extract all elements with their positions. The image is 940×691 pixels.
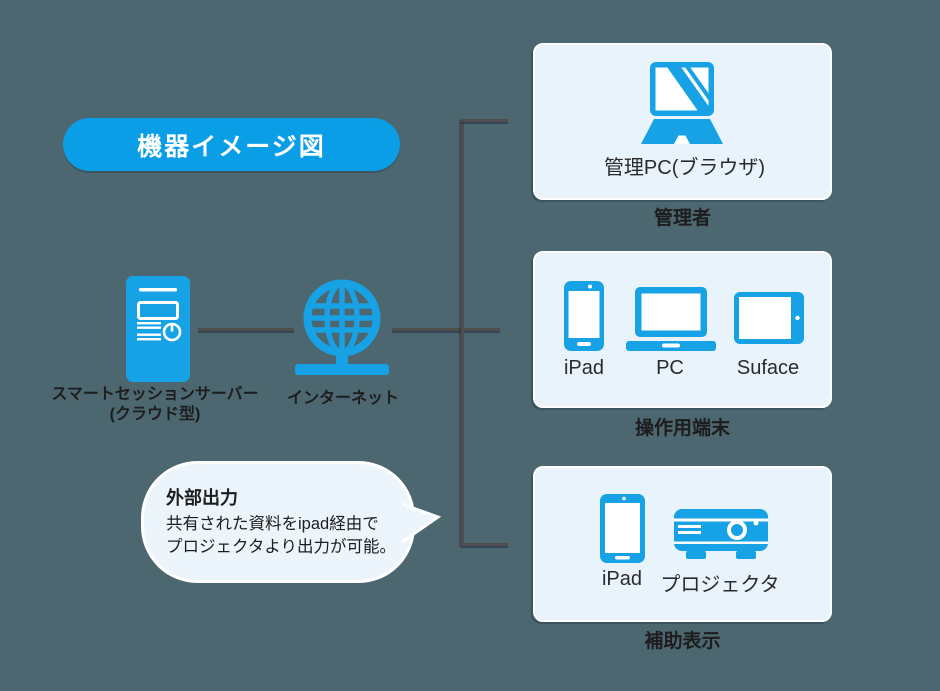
callout-body-line1: 共有された資料をipad経由で bbox=[166, 515, 379, 533]
callout-title: 外部出力 bbox=[166, 488, 238, 508]
device-label-admin-pc: 管理PC(ブラウザ) bbox=[603, 157, 766, 179]
caption-aux-display: 補助表示 bbox=[644, 631, 721, 652]
server-label-line2: (クラウド型) bbox=[109, 406, 201, 423]
connector-internet-trunk bbox=[392, 328, 500, 331]
projector-icon bbox=[674, 505, 768, 559]
connector-trunk bbox=[461, 119, 464, 546]
smartphone-icon bbox=[564, 281, 604, 351]
device-label-ipad: iPad bbox=[563, 357, 605, 379]
device-label-surface: Suface bbox=[736, 357, 800, 379]
caption-terminals: 操作用端末 bbox=[634, 418, 730, 439]
title-badge-label: 機器イメージ図 bbox=[137, 132, 326, 161]
connector-branch-bottom bbox=[461, 543, 508, 546]
device-label-projector: プロジェクタ bbox=[660, 574, 780, 596]
connector-server-internet bbox=[198, 328, 294, 331]
laptop-perspective-icon bbox=[634, 62, 730, 148]
callout-bubble-shape bbox=[141, 461, 442, 583]
server-tower-icon bbox=[125, 276, 191, 382]
server-label: スマートセッションサーバー (クラウド型) bbox=[35, 385, 275, 425]
server-label-line1: スマートセッションサーバー bbox=[51, 386, 259, 403]
caption-admin: 管理者 bbox=[653, 208, 711, 229]
panel-terminals: iPad PC Suface bbox=[533, 251, 832, 408]
panel-admin: 管理PC(ブラウザ) bbox=[533, 43, 832, 200]
device-label-pc: PC bbox=[656, 357, 684, 379]
callout-bubble: 外部出力 共有された資料をipad経由で プロジェクタより出力が可能。 bbox=[140, 460, 442, 588]
internet-label: インターネット bbox=[286, 390, 399, 407]
device-label-ipad-aux: iPad bbox=[601, 568, 643, 590]
title-badge: 機器イメージ図 bbox=[63, 118, 400, 171]
tablet-portrait-icon bbox=[600, 494, 645, 563]
callout-body-line2: プロジェクタより出力が可能。 bbox=[166, 538, 397, 556]
connector-branch-top bbox=[461, 119, 508, 122]
laptop-front-icon bbox=[626, 287, 716, 351]
panel-aux-display: iPad プロジェクタ bbox=[533, 466, 832, 622]
globe-network-icon bbox=[294, 278, 390, 376]
tablet-landscape-icon bbox=[734, 292, 804, 344]
